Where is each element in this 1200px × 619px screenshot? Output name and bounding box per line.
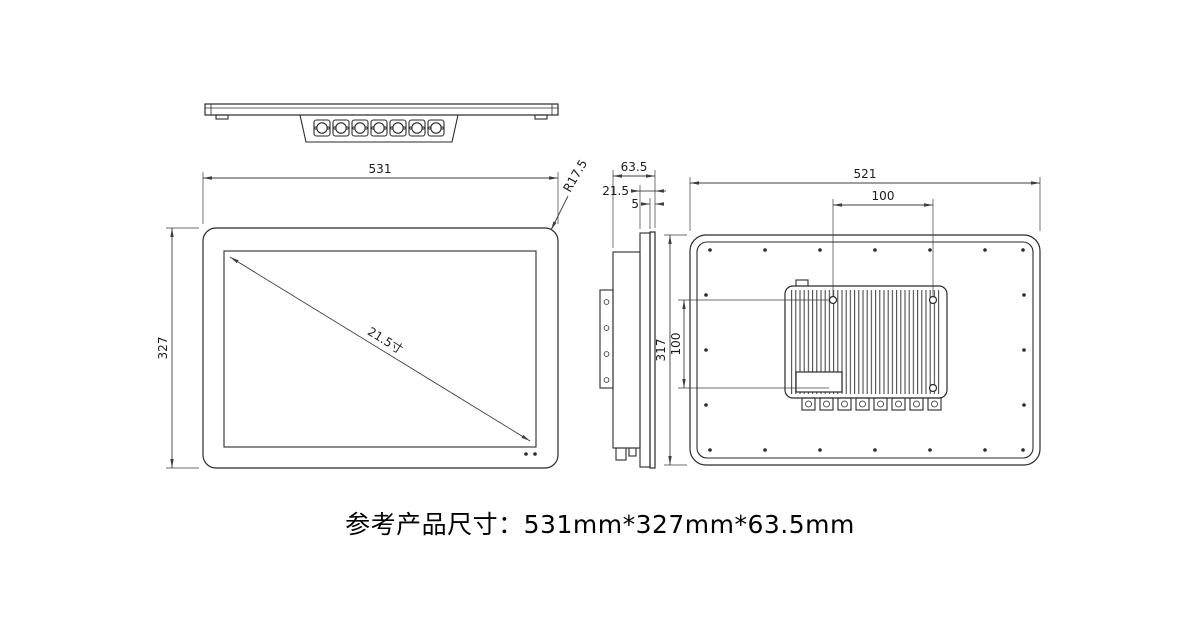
- side-connector: [628, 447, 637, 457]
- product-size-caption: 参考产品尺寸：531mm*327mm*63.5mm: [345, 510, 855, 539]
- corner-radius-callout: R17.5: [550, 157, 590, 231]
- diagonal-dimension-line: [229, 256, 531, 442]
- vesa-horizontal-dimension: 100: [832, 189, 934, 297]
- side-mount-bracket: [599, 289, 614, 389]
- side-front-depth-dimension: 21.5: [602, 184, 666, 229]
- side-glass-depth-label: 5: [631, 197, 639, 211]
- vesa-hole: [928, 383, 938, 393]
- side-front-depth-label: 21.5: [602, 184, 629, 198]
- side-depth-label: 63.5: [621, 160, 648, 174]
- vesa-horizontal-label: 100: [872, 189, 895, 203]
- label-plate: [795, 371, 843, 393]
- back-height-label: 317: [654, 339, 668, 362]
- back-height-dimension: 317: [654, 234, 687, 466]
- front-width-label: 531: [369, 162, 392, 176]
- side-chassis: [612, 251, 641, 449]
- vesa-vertical-dimension: 100: [669, 299, 829, 389]
- vesa-vertical-label: 100: [669, 333, 683, 356]
- front-indicator-led: [533, 452, 537, 456]
- front-height-dimension: 327: [156, 227, 199, 469]
- back-heatsink: [784, 279, 948, 399]
- front-width-dimension: 531: [202, 162, 559, 224]
- back-width-dimension: 521: [689, 167, 1041, 231]
- back-width-label: 521: [854, 167, 877, 181]
- front-screen-area: [223, 250, 537, 448]
- side-depth-dimension: 63.5: [612, 160, 656, 248]
- front-height-label: 327: [156, 337, 170, 360]
- side-connector: [615, 447, 627, 461]
- corner-radius-label: R17.5: [560, 157, 590, 194]
- back-io-connectors: [801, 397, 942, 411]
- front-indicator-led: [524, 452, 528, 456]
- side-glass-depth-dimension: 5: [631, 197, 664, 229]
- side-view: 63.5 21.5 5: [599, 160, 666, 469]
- back-perimeter-screws: [704, 248, 1026, 452]
- back-view: 521 100 317 100: [654, 167, 1041, 466]
- vesa-hole: [928, 295, 938, 305]
- front-view: 21.5寸 R17.5 531 327: [156, 157, 590, 469]
- top-view: [204, 103, 559, 143]
- top-view-io-bracket: [299, 114, 459, 143]
- vesa-hole: [828, 295, 838, 305]
